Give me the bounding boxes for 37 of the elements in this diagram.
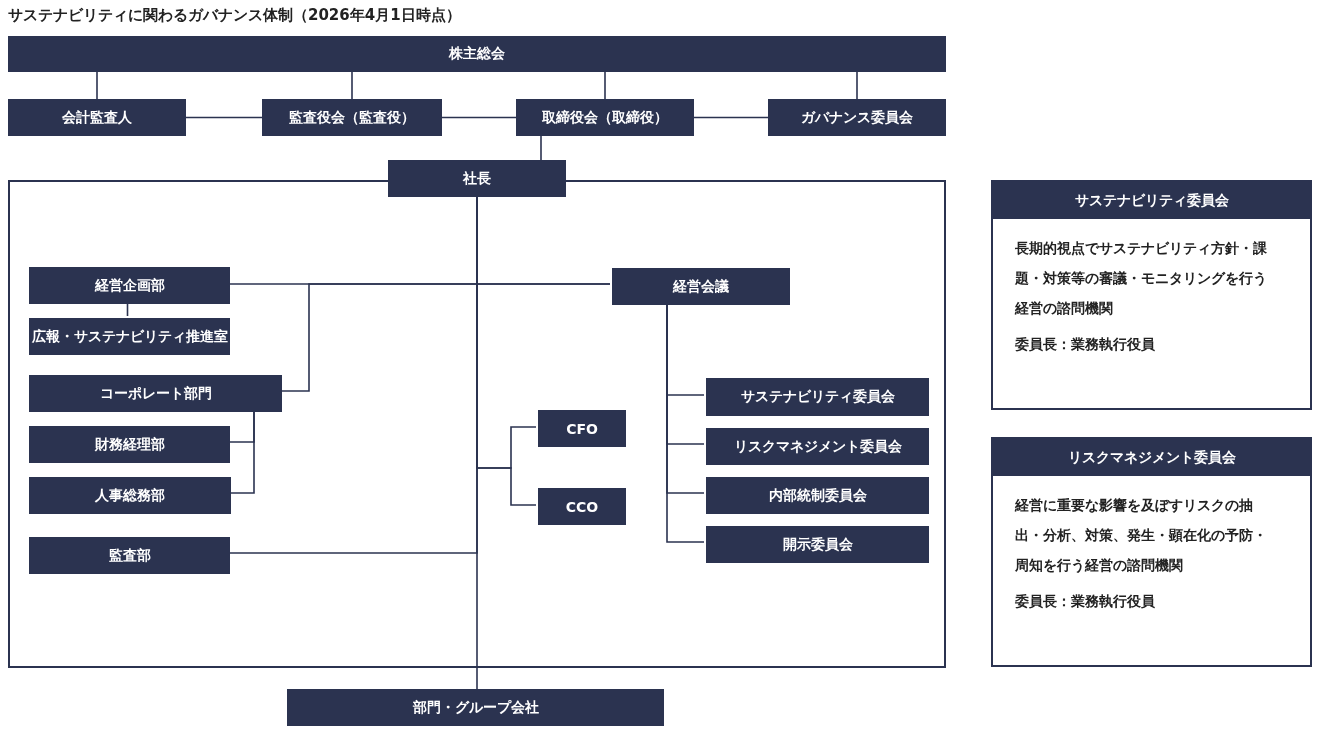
card-heading: リスクマネジメント委員会 <box>993 439 1310 476</box>
org-box: 取締役会（取締役） <box>516 99 694 136</box>
org-box: 人事総務部 <box>29 477 231 514</box>
connector-line <box>351 71 353 100</box>
connector-line <box>540 135 542 161</box>
org-box: CFO <box>538 410 626 447</box>
org-box: 開示委員会 <box>706 526 929 563</box>
card-heading: サステナビリティ委員会 <box>993 182 1310 219</box>
connector-line <box>96 71 98 100</box>
org-box: ガバナンス委員会 <box>768 99 946 136</box>
org-box: 社長 <box>388 160 566 197</box>
org-box: 内部統制委員会 <box>706 477 929 514</box>
org-box: 監査部 <box>29 537 230 574</box>
chair-text: 委員長：業務執行役員 <box>1014 335 1156 354</box>
chair-text: 委員長：業務執行役員 <box>1014 592 1156 611</box>
org-box: 会計監査人 <box>8 99 186 136</box>
info-card <box>991 437 1312 667</box>
info-card <box>991 180 1312 410</box>
org-box: CCO <box>538 488 626 525</box>
org-box: 監査役会（監査役） <box>262 99 442 136</box>
org-box: 経営会議 <box>612 268 790 305</box>
connector-line <box>856 71 858 100</box>
description-text: 経営に重要な影響を及ぼすリスクの抽出・分析、対策、発生・顕在化の予防・周知を行う経営の諮問機関 <box>1013 496 1268 575</box>
connector-line <box>693 116 769 119</box>
org-box: 部門・グループ会社 <box>287 689 664 726</box>
org-box: サステナビリティ委員会 <box>706 378 929 416</box>
description-text: 長期的視点でサステナビリティ方針・課題・対策等の審議・モニタリングを行う経営の諮問機関 <box>1013 239 1268 318</box>
connector-line <box>441 116 517 119</box>
org-box: 広報・サステナビリティ推進室 <box>29 318 230 355</box>
org-box: 経営企画部 <box>29 267 230 304</box>
diagram-title: サステナビリティに関わるガバナンス体制（2026年4月1日時点） <box>8 6 461 25</box>
header-bar: 株主総会 <box>8 36 946 72</box>
connector-line <box>604 71 606 100</box>
org-box: リスクマネジメント委員会 <box>706 428 929 465</box>
connector-line <box>185 116 263 119</box>
org-box: コーポレート部門 <box>29 375 282 412</box>
org-box: 財務経理部 <box>29 426 230 463</box>
